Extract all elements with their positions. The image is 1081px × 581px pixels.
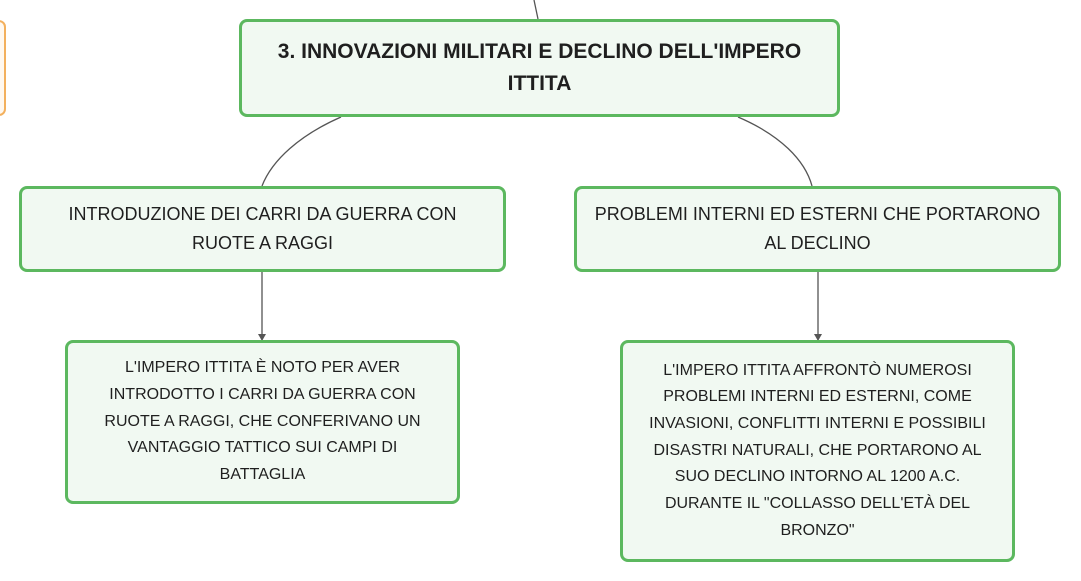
branch-node-decline[interactable]: PROBLEMI INTERNI ED ESTERNI CHE PORTARON… bbox=[574, 186, 1061, 272]
branch-node-war-chariots[interactable]: INTRODUZIONE DEI CARRI DA GUERRA CON RUO… bbox=[19, 186, 506, 272]
connector-from-parent bbox=[533, 0, 539, 20]
detail-node-decline[interactable]: L'IMPERO ITTITA AFFRONTÒ NUMEROSI PROBLE… bbox=[620, 340, 1015, 562]
arrowhead-left bbox=[258, 334, 266, 341]
detail-node-text: L'IMPERO ITTITA AFFRONTÒ NUMEROSI PROBLE… bbox=[649, 361, 986, 539]
root-node-title: 3. INNOVAZIONI MILITARI E DECLINO DELL'I… bbox=[277, 40, 802, 95]
detail-node-text: L'IMPERO ITTITA È NOTO PER AVER INTRODOT… bbox=[104, 359, 421, 484]
branch-node-label: INTRODUZIONE DEI CARRI DA GUERRA CON RUO… bbox=[68, 204, 457, 253]
detail-node-war-chariots[interactable]: L'IMPERO ITTITA È NOTO PER AVER INTRODOT… bbox=[65, 340, 460, 504]
connector-root-to-right bbox=[737, 116, 813, 187]
root-node[interactable]: 3. INNOVAZIONI MILITARI E DECLINO DELL'I… bbox=[239, 19, 840, 117]
arrowhead-right bbox=[814, 334, 822, 341]
partial-offscreen-node[interactable] bbox=[0, 20, 6, 116]
connector-root-to-left bbox=[261, 116, 342, 187]
branch-node-label: PROBLEMI INTERNI ED ESTERNI CHE PORTARON… bbox=[594, 204, 1041, 253]
